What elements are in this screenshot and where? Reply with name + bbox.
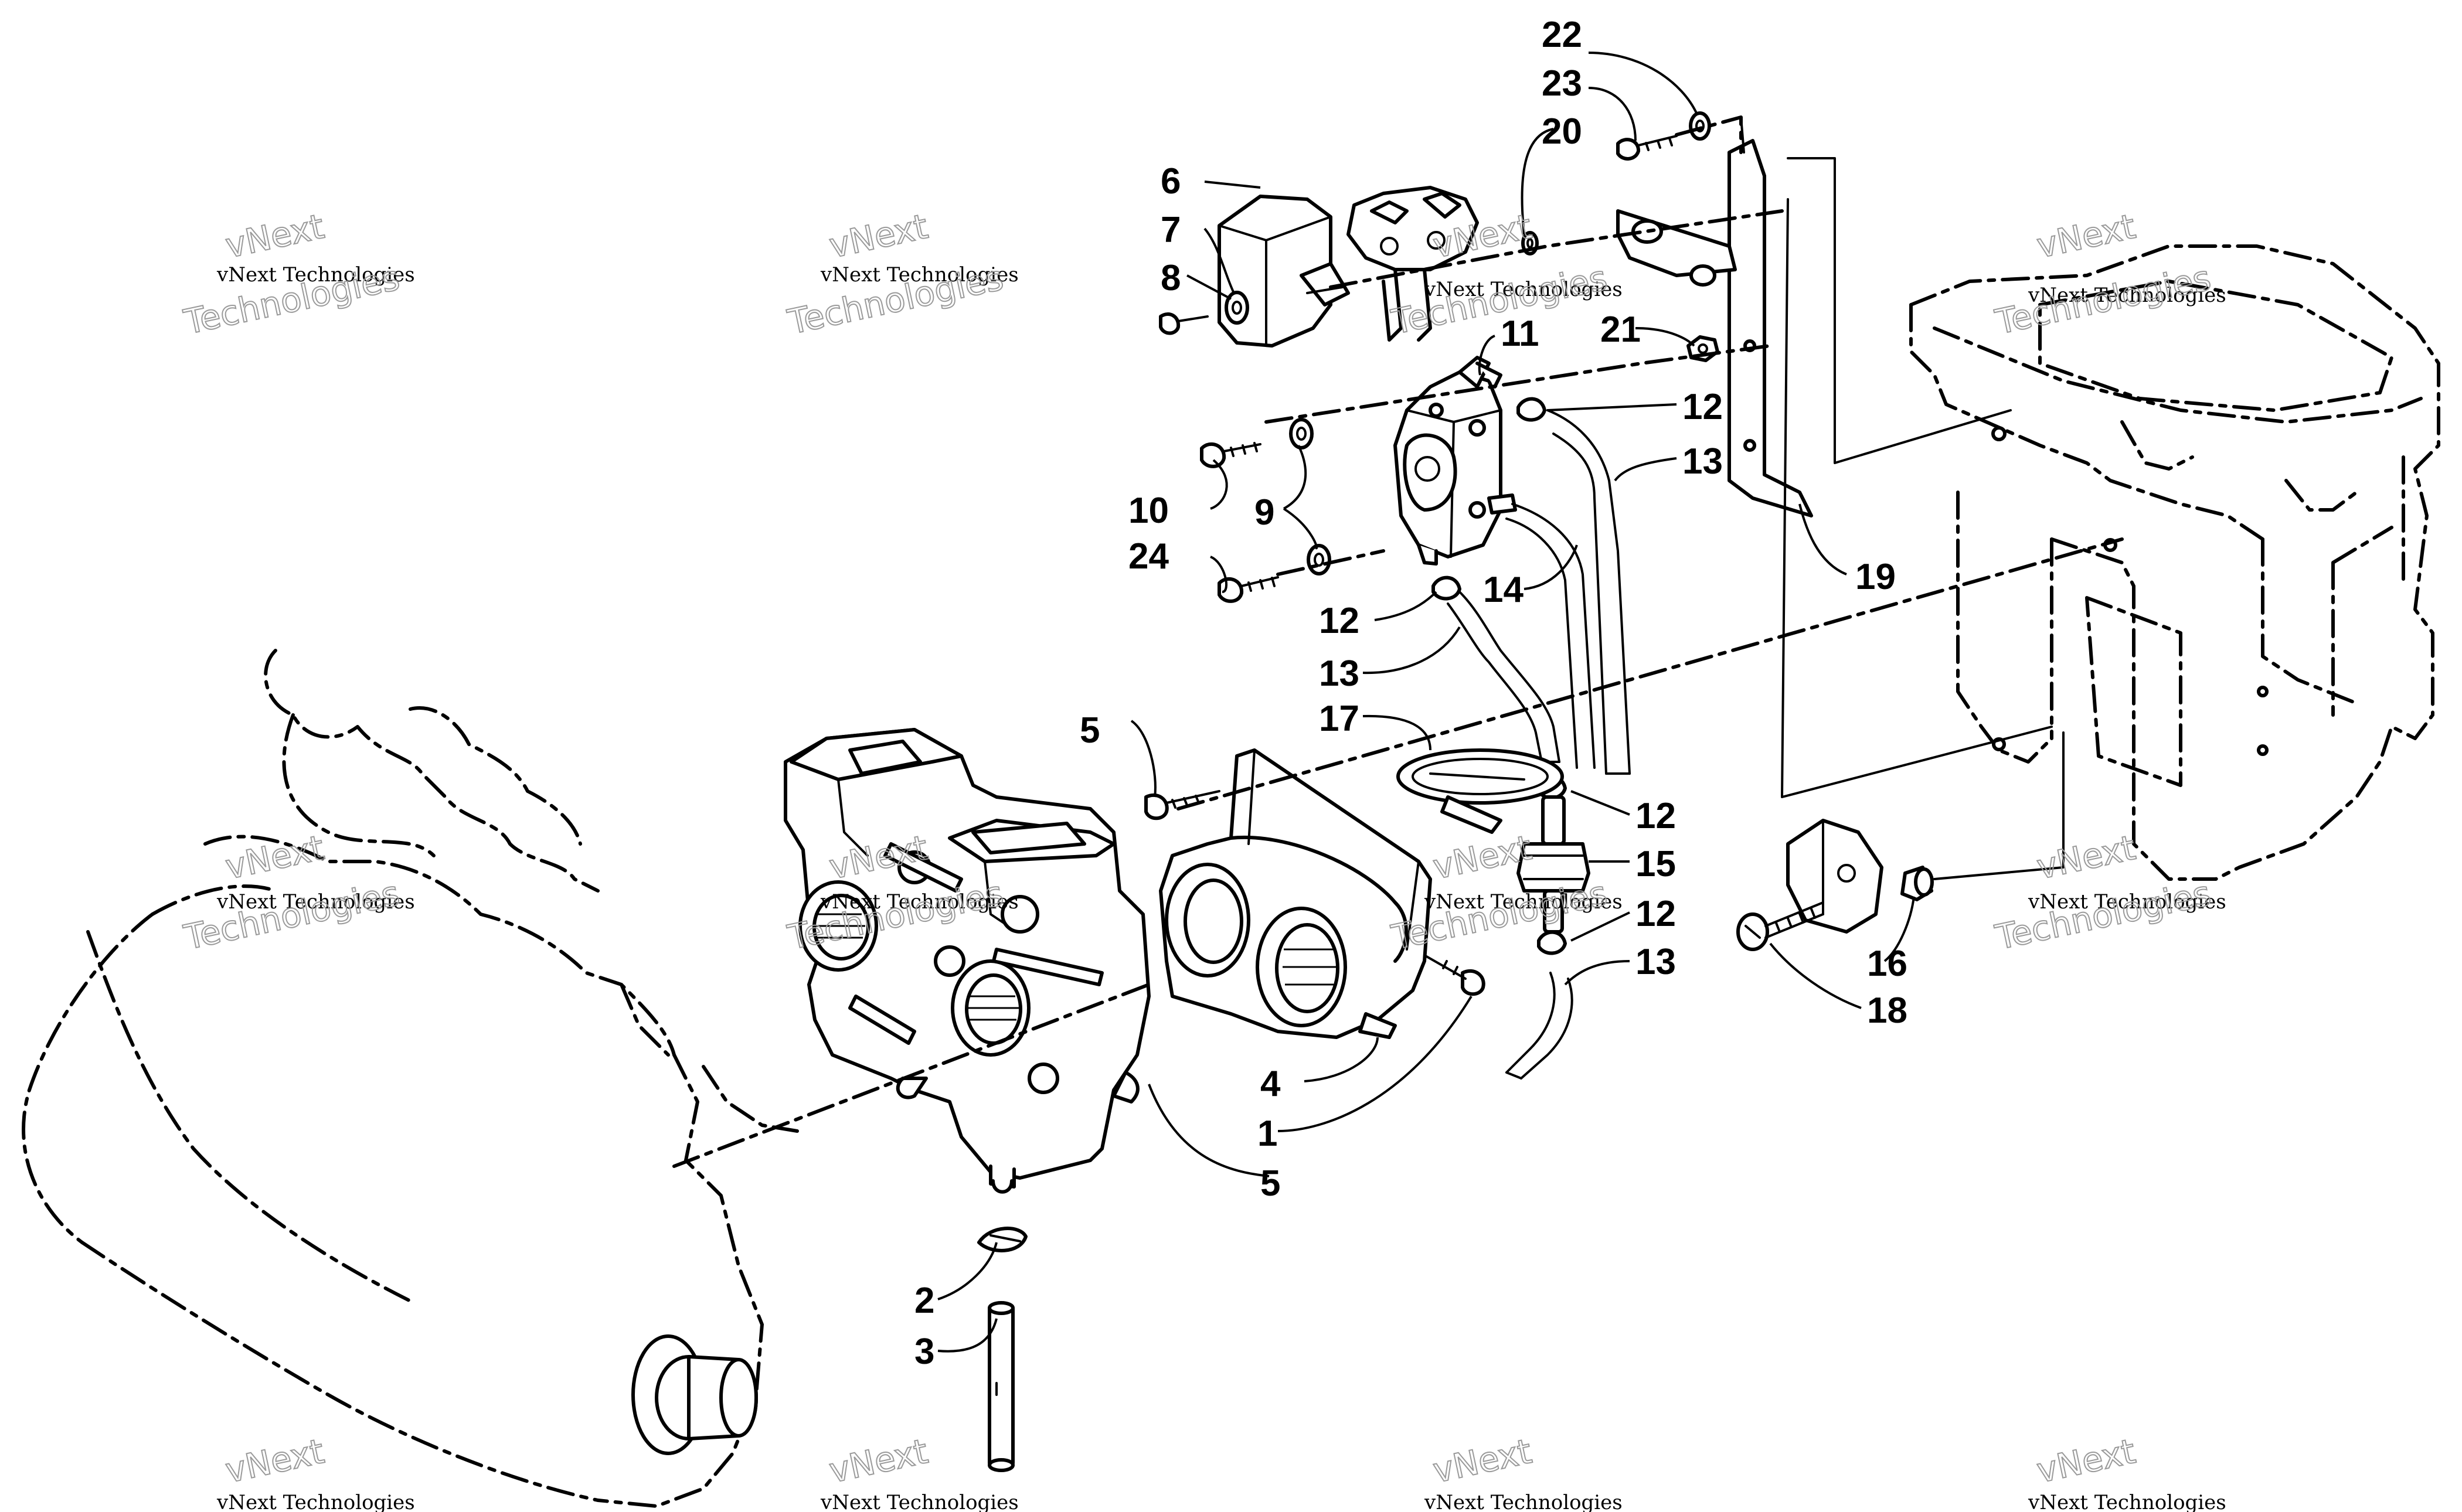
boot-screw-upper	[1144, 790, 1220, 820]
callout-18: 18	[1867, 990, 1907, 1031]
callout-4: 4	[1260, 1064, 1281, 1104]
carburetor-assembly	[784, 728, 1151, 1194]
leader-lines	[937, 52, 1915, 1353]
callout-16: 16	[1867, 944, 1907, 984]
cover-washer	[1225, 291, 1249, 325]
hose-clamp-d	[1537, 930, 1567, 955]
watermark-text: vNext Technologies	[2028, 890, 2226, 914]
fuel-pump	[1393, 356, 1517, 566]
watermark-large: Technologies	[1992, 873, 2215, 958]
callout-22: 22	[1542, 15, 1582, 55]
callout-7: 7	[1161, 210, 1181, 250]
fuel-hose-long	[1546, 409, 1631, 775]
fuel-hose-pump-outlet	[1505, 503, 1596, 769]
bracket-screw-top	[1616, 135, 1678, 161]
sensor-screw	[1736, 901, 1824, 951]
callout-10: 10	[1128, 491, 1169, 531]
callout-13b: 13	[1319, 653, 1359, 694]
watermark-text: vNext Technologies	[216, 1491, 415, 1512]
hose-clamp-a	[1516, 397, 1546, 422]
watermark-brand: vNext	[826, 206, 931, 266]
fuel-pump-valve-body	[1346, 186, 1479, 342]
sensor-bracket	[1786, 819, 1883, 934]
watermark-text: vNext Technologies	[216, 890, 415, 914]
callout-9: 9	[1254, 492, 1274, 533]
watermark-text: vNext Technologies	[2028, 284, 2226, 307]
callout-2: 2	[914, 1281, 934, 1321]
callout-11: 11	[1501, 314, 1539, 354]
watermark-brand: vNext	[2033, 827, 2139, 887]
callout-8: 8	[1161, 258, 1181, 298]
pump-screw-lower	[1218, 576, 1279, 603]
watermark-text: vNext Technologies	[1424, 278, 1623, 301]
callout-19: 19	[1855, 557, 1896, 597]
hose-strap	[1396, 748, 1564, 834]
watermark-text: vNext Technologies	[820, 1491, 1019, 1512]
fuel-hose-filter-outlet	[1505, 972, 1573, 1079]
hose-clamp-b	[1431, 575, 1461, 601]
watermark-brand: vNext	[2033, 206, 2139, 266]
watermark-brand: vNext	[826, 1431, 931, 1491]
watermark-brand: vNext	[222, 1431, 328, 1491]
inline-fuel-filter	[1516, 795, 1590, 934]
callout-13a: 13	[1682, 441, 1723, 482]
assembly-centerlines	[672, 115, 2124, 1168]
watermark-text: vNext Technologies	[1424, 890, 1623, 914]
drain-tube	[988, 1301, 1015, 1472]
callout-12d: 12	[1635, 894, 1676, 934]
callout-12c: 12	[1635, 796, 1676, 836]
callout-1: 1	[1257, 1113, 1277, 1154]
callout-5a: 5	[1080, 710, 1100, 751]
watermark-brand: vNext	[222, 206, 328, 266]
callout-23: 23	[1542, 63, 1582, 104]
watermark-text: vNext Technologies	[820, 263, 1019, 287]
mounting-bracket	[1616, 139, 1813, 517]
pump-washer-lower	[1307, 544, 1331, 575]
callout-17: 17	[1319, 699, 1359, 739]
watermark-text: vNext Technologies	[820, 890, 1019, 914]
callout-3: 3	[914, 1331, 934, 1372]
callout-13c: 13	[1635, 942, 1676, 982]
callout-labels: 1 2 3 4 5 5 6 7 8 9 10 11 12 12 12 12 13…	[914, 15, 1907, 1372]
watermark-text: vNext Technologies	[216, 263, 415, 287]
callout-12b: 12	[1319, 601, 1359, 641]
callout-5b: 5	[1260, 1163, 1280, 1204]
watermark-brand: vNext	[2033, 1431, 2139, 1491]
watermark-text: vNext Technologies	[2028, 1491, 2226, 1512]
intake-boot	[1159, 748, 1432, 1039]
callout-15: 15	[1635, 844, 1676, 884]
boot-screw-lower	[1423, 954, 1485, 996]
callout-24: 24	[1128, 536, 1169, 577]
pump-screw-upper	[1200, 442, 1261, 468]
fuel-hose-short	[1447, 591, 1560, 763]
callout-6: 6	[1161, 161, 1181, 202]
bracket-washer-top	[1689, 111, 1711, 141]
callout-14: 14	[1483, 570, 1524, 610]
drain-hose-clamp	[977, 1227, 1028, 1252]
sensor-spacer	[1900, 866, 1934, 901]
watermark-brand: vNext	[1430, 1431, 1535, 1491]
callout-21: 21	[1600, 309, 1641, 350]
watermark-text: vNext Technologies	[1424, 1491, 1623, 1512]
cover-screw	[1159, 312, 1209, 335]
callout-20: 20	[1542, 111, 1582, 152]
engine-phantom-outline	[22, 649, 799, 1508]
pump-washer-upper	[1289, 418, 1314, 449]
chassis-phantom-outline	[1909, 244, 2440, 881]
callout-12a: 12	[1682, 387, 1723, 427]
watermark-large: Technologies	[181, 873, 403, 958]
